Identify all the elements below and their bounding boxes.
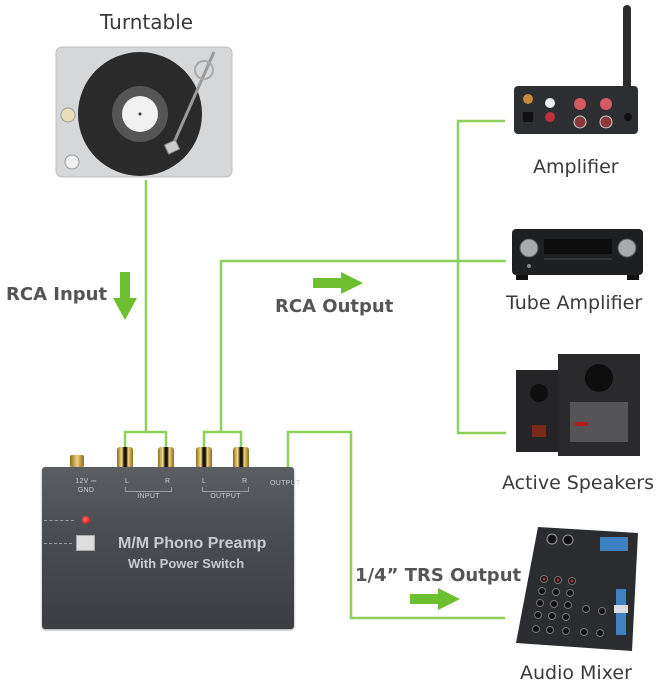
rca-jack-input-l [117,447,133,469]
active-speakers-image [512,350,647,460]
trs-output-label: 1/4” TRS Output [355,565,522,586]
rca-output-label: RCA Output [275,296,394,317]
rca-input-label: RCA Input [6,284,108,305]
preamp-title: M/M Phono Preamp [118,535,267,552]
active-speakers-label: Active Speakers [502,472,654,494]
tube-amplifier-label: Tube Amplifier [506,292,643,314]
gnd-label: GND [77,487,95,494]
input-l-label: L [125,478,130,485]
wire-trs [286,430,505,620]
tube-amplifier-image [510,226,645,281]
turntable-label: Turntable [100,10,194,34]
led-leader-line [44,520,74,521]
power-switch[interactable] [76,535,95,551]
arrow-right-icon [410,588,460,610]
input-bracket [125,487,172,492]
output-r-label: R [242,478,248,485]
wire-output-main [219,259,506,432]
amplifier-image [510,0,640,140]
power-led [82,516,90,524]
arrow-right-icon [313,272,363,294]
output-bracket [202,487,249,492]
trs-output-jack-label: OUTPUT [270,480,301,487]
audio-mixer-image [510,525,640,655]
wire-bus [456,119,506,435]
wire-output-l [202,430,243,452]
wire-turntable-input [123,180,148,452]
amplifier-label: Amplifier [533,156,619,178]
switch-leader-line [44,543,72,544]
rca-jack-input-r [158,447,174,469]
rca-jack-output-l [196,447,212,469]
input-r-label: R [165,478,171,485]
power-jack [70,455,84,467]
rca-jack-output-r [233,447,249,469]
output-l-label: L [202,478,207,485]
power-label: 12V ⎓ [75,478,97,485]
audio-mixer-label: Audio Mixer [520,662,632,684]
wire-input-r [146,430,168,452]
phono-preamp: 12V ⎓ GND L R INPUT L R OUTPUT OUTPUT M/… [42,467,300,629]
input-label: INPUT [137,493,160,500]
turntable-image [54,42,234,180]
arrow-down-icon [113,272,137,320]
output-label: OUTPUT [210,493,241,500]
preamp-subtitle: With Power Switch [128,556,245,571]
